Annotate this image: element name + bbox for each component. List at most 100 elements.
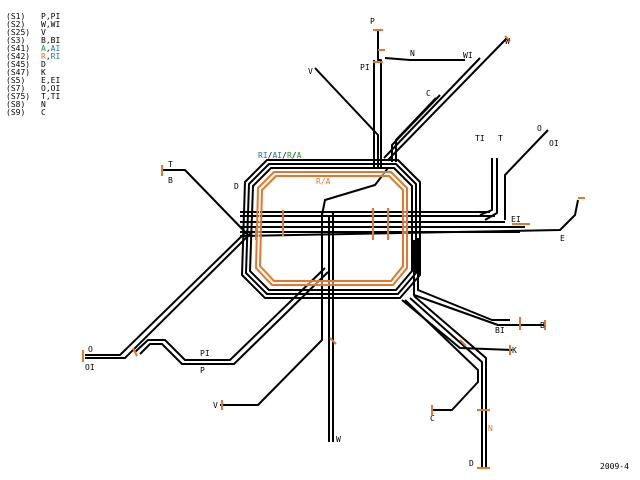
line-n-north [384,57,465,61]
ring-track-3 [249,167,413,291]
legend-terminal: N [41,100,46,109]
label-c-north: C [426,89,431,98]
legend-row: (S41)A,AI [6,45,60,53]
legend-line-code: (S42) [6,52,31,61]
label-n-north: N [410,49,415,58]
ring-label-slash-1: / [268,151,273,160]
label-pi-sw: PI [200,349,210,358]
line-v-south [220,212,323,406]
line-d-south [413,295,487,468]
label-p-north: P [370,17,375,26]
legend-row: (S45) D [6,61,60,69]
label-k: K [512,346,517,355]
legend-row: (S5) E,EI [6,77,60,85]
label-w-south: W [336,435,341,444]
line-c-south [404,299,479,411]
label-e: E [560,234,565,243]
legend-row: (S8) N [6,101,60,109]
legend-row: (S75) T,TI [6,93,60,101]
legend-row: (S2) W,WI [6,21,60,29]
label-w: W [505,37,510,46]
label-b-se: B [540,321,545,330]
label-d: D [234,182,239,191]
line-o-west [85,229,249,356]
line-p-sw [139,271,329,365]
line-bi-se [417,238,510,321]
ring-label-r: R [287,151,292,160]
line-oi-west [85,231,253,359]
trunk-6 [239,199,579,237]
terminal-ticks [82,29,585,469]
ring-label-ri: RI [258,151,268,160]
label-d-south: D [469,459,474,468]
legend-terminal: A [41,44,46,53]
legend-row: (S1)P,PI [6,13,60,21]
ring-orange [254,171,408,286]
legend-terminal: , [45,44,51,53]
legend-line-code: (S75) [6,92,31,101]
legend-terminal: D [41,60,46,69]
legend-line-code: (S8) [6,100,26,109]
legend-terminal: C [41,108,46,117]
legend-line-code: (S45) [6,60,31,69]
ring-r-track [254,171,408,286]
ring-track-2 [245,163,417,295]
legend-line-code: (S9) [6,108,26,117]
legend-terminal: T,TI [41,92,61,101]
legend-line-code: (S41) [6,44,31,53]
label-c-south: C [430,414,435,423]
ring-label-ai: AI [272,151,282,160]
line-pi-sw [134,267,326,361]
line-t-west [162,169,249,236]
ring-a-track [258,175,404,282]
legend-terminal: E,EI [41,76,61,85]
legend-terminal: B,BI [41,36,61,45]
ring-label-slash-3: / [292,151,297,160]
version-stamp: 2009-4 [600,462,629,471]
legend-line-code: (S2) [6,20,26,29]
line-p-north [377,30,382,168]
legend-terminal: RI [50,52,61,61]
legend-terminal: O,OI [41,84,61,93]
line-v-north [314,67,379,168]
line-n-south [409,297,483,468]
legend-row: (S3) B,BI [6,37,60,45]
legend-terminal: W,WI [41,20,61,29]
label-b-west: B [168,176,173,185]
label-ti: TI [475,134,485,143]
line-o-ne [504,129,549,220]
legend-line-code: (S3) [6,36,26,45]
legend-row: (S9) C [6,109,60,117]
label-oi-west: OI [85,363,95,372]
label-pi-north: PI [360,63,370,72]
ring-label-top: RI/AI/R/A [258,151,302,160]
ring-label-slash-2: / [282,151,287,160]
line-w [387,37,508,161]
line-legend: (S1)P,PI(S2)W,WI(S25)V(S3)B,BI(S41)A,AI(… [6,13,60,117]
label-n-south: N [488,424,493,433]
legend-row: (S25) V [6,29,60,37]
line-c-north [391,94,441,162]
label-oi-ne: OI [549,139,559,148]
legend-terminal: , [45,52,51,61]
route-lines [85,30,579,468]
ring-label-a: A [297,151,302,160]
label-o-ne: O [537,124,542,133]
line-c2-north [395,97,437,162]
label-ei: EI [511,215,521,224]
label-t: T [498,134,503,143]
ring-track-1 [241,159,421,299]
legend-line-code: (S7) [6,84,26,93]
line-wi [383,57,481,159]
legend-terminal: V [41,28,46,37]
legend-line-code: (S25) [6,28,31,37]
line-ti [479,158,493,216]
legend-line-code: (S5) [6,76,26,85]
label-v-south: V [213,401,218,410]
label-p-sw: P [200,366,205,375]
legend-line-code: (S1) [6,12,26,21]
label-v-north: V [308,67,313,76]
label-wi: WI [463,51,473,60]
line-t [484,158,498,221]
